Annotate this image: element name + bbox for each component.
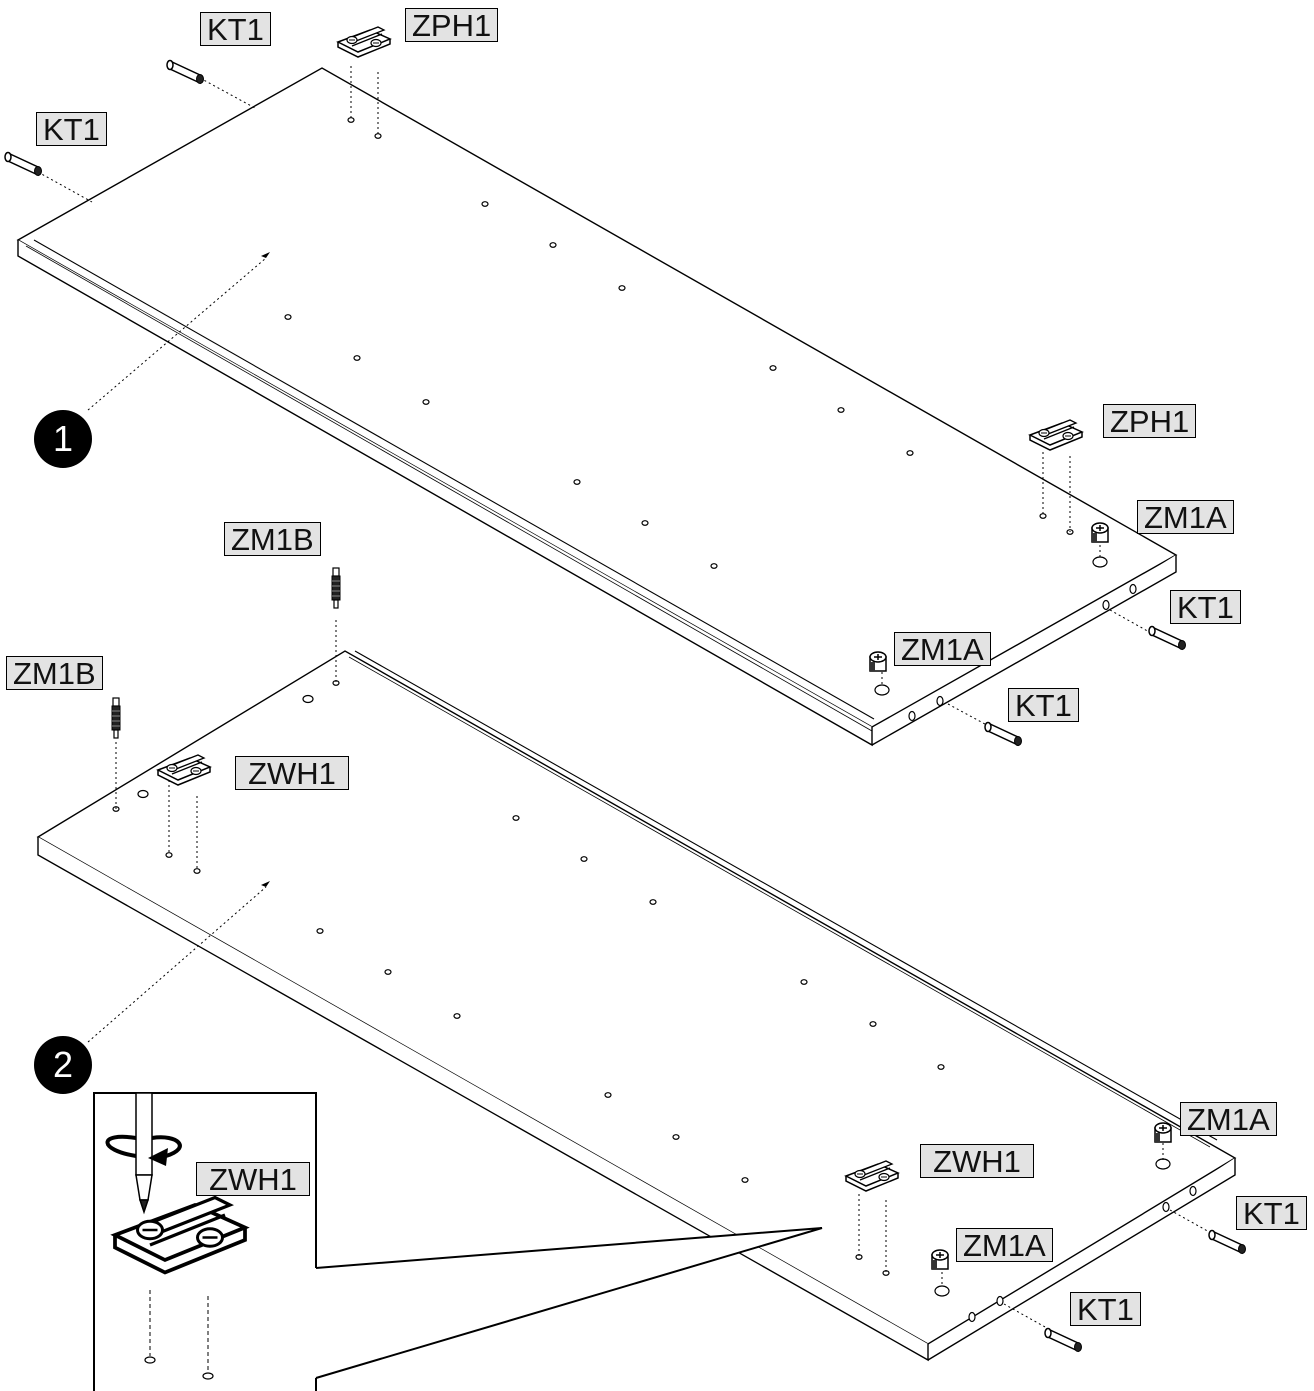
part-label-zm1b: ZM1B	[224, 522, 321, 557]
screwdriver	[135, 1092, 153, 1215]
part-label-kt1: KT1	[1170, 590, 1241, 625]
cam-zm1a-3	[1154, 1122, 1172, 1143]
dowel-kt1-3	[1148, 625, 1187, 651]
step-badge-2: 2	[34, 1036, 92, 1094]
part-label-zm1a: ZM1A	[1137, 500, 1234, 535]
plate-zph1-2	[1029, 419, 1083, 451]
plate-zph1-1	[337, 26, 391, 58]
part-label-zm1a: ZM1A	[956, 1228, 1053, 1263]
part-label-zph1: ZPH1	[405, 8, 499, 43]
part-label-zm1a: ZM1A	[1180, 1102, 1277, 1137]
cam-zm1a-1	[1091, 522, 1109, 543]
part-label-kt1: KT1	[1008, 688, 1079, 723]
part-label-zm1a: ZM1A	[894, 632, 991, 667]
dowel-kt1-6	[1044, 1327, 1083, 1353]
dowel-kt1-4	[984, 721, 1023, 747]
part-label-kt1: KT1	[1070, 1292, 1141, 1327]
dowel-kt1-5	[1208, 1229, 1247, 1255]
part-label-zwh1: ZWH1	[920, 1144, 1034, 1179]
part-label-zwh1: ZWH1	[235, 756, 349, 791]
step-badge-1: 1	[34, 410, 92, 468]
detail-label-zwh1: ZWH1	[196, 1162, 310, 1197]
cam-zm1a-4	[931, 1249, 949, 1270]
part-label-zm1b: ZM1B	[6, 656, 103, 691]
panel-1	[16, 67, 1178, 747]
detail-plate	[113, 1195, 247, 1275]
panel-1-holes	[284, 117, 1137, 722]
part-label-kt1: KT1	[200, 12, 271, 47]
arrow-head-2	[261, 881, 270, 887]
bolt-zm1b-1	[331, 567, 341, 609]
dowel-kt1-2	[4, 151, 43, 177]
dowel-kt1-1	[166, 59, 205, 85]
panel-2-holes	[112, 680, 1197, 1323]
arrow-head-1	[261, 252, 270, 258]
part-label-kt1: KT1	[36, 112, 107, 147]
part-label-kt1: KT1	[1236, 1196, 1307, 1231]
detail-inset	[93, 1092, 823, 1391]
cam-zm1a-2	[869, 651, 887, 672]
bolt-zm1b-2	[111, 697, 121, 739]
detail-screw-lines	[149, 1290, 209, 1372]
detail-hole-1	[144, 1356, 156, 1364]
rotation-arrow-icon	[105, 1134, 182, 1166]
detail-hole-2	[202, 1372, 214, 1380]
part-label-zph1: ZPH1	[1103, 404, 1197, 439]
